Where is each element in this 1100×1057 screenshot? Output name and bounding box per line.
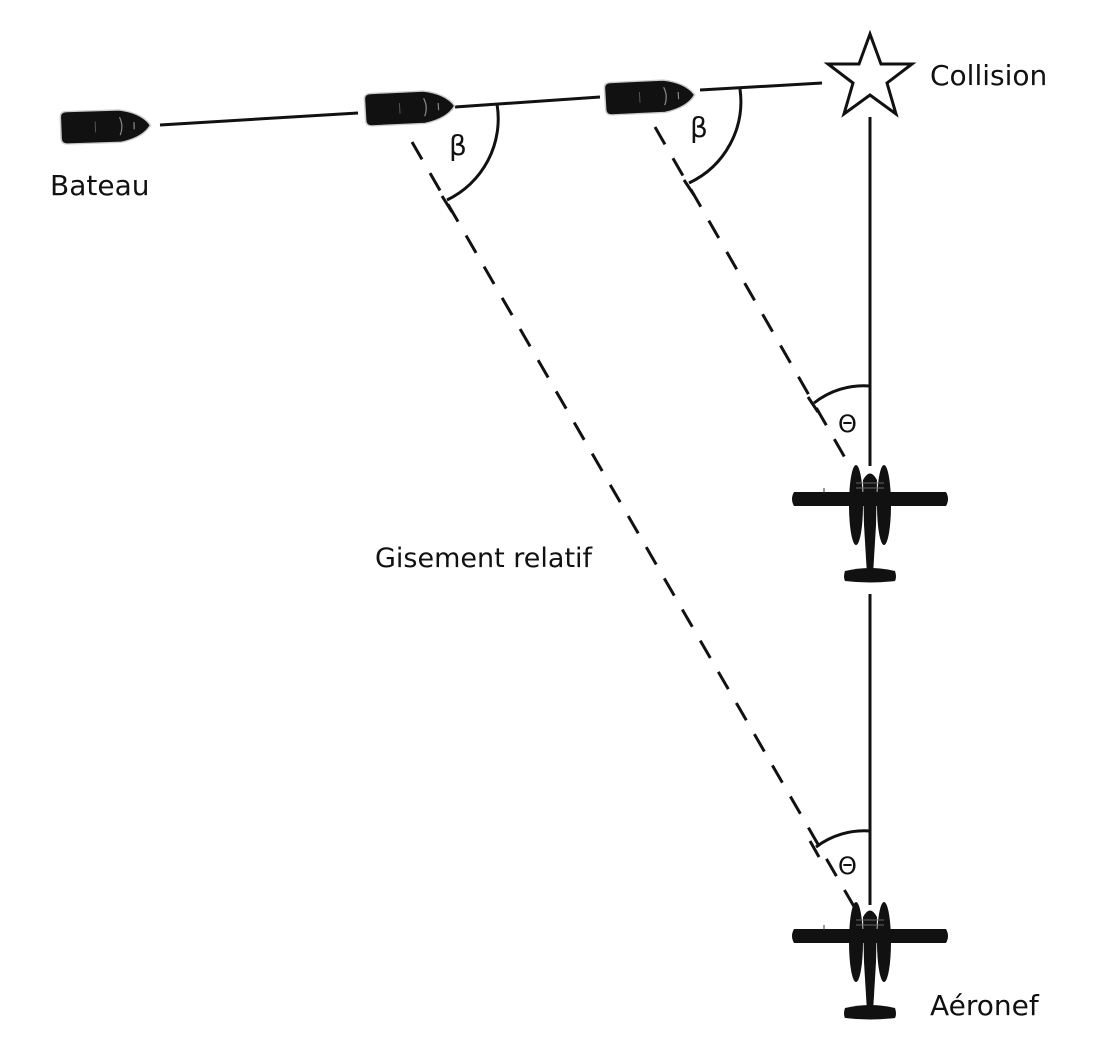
beta-arc-1: [446, 103, 500, 202]
boat-icon: [603, 77, 697, 116]
boat-icon: [59, 108, 152, 145]
boat-course-segment-3: [699, 81, 823, 92]
boat-course-segment-1: [159, 111, 359, 127]
theta-arc-1: [813, 384, 871, 405]
star-icon: [823, 29, 917, 118]
theta-label-2: Θ: [838, 852, 857, 880]
beta-arc-1-tick: [440, 195, 454, 213]
theta-arc-1-tick: [806, 396, 820, 413]
boat-course-segment-2: [454, 95, 601, 109]
relative-bearing-label: Gisement relatif: [375, 543, 594, 574]
beta-label-1: β: [449, 129, 467, 162]
beta-arc-2-tick: [682, 179, 696, 196]
relative-bearing-line-far: [410, 141, 858, 911]
theta-arc-2: [815, 829, 871, 849]
beta-label-2: β: [690, 111, 708, 144]
theta-arc-2-tick: [808, 840, 821, 858]
aircraft-label: Aéronef: [930, 989, 1040, 1022]
boat-icon: [363, 88, 457, 127]
theta-label-1: Θ: [838, 410, 857, 438]
seaplane-icon: [791, 464, 949, 583]
seaplane-icon: [791, 901, 949, 1020]
relative-bearing-line-near: [653, 126, 854, 471]
boat-label: Bateau: [50, 169, 149, 202]
beta-arc-2: [688, 88, 743, 185]
collision-label: Collision: [930, 59, 1047, 92]
